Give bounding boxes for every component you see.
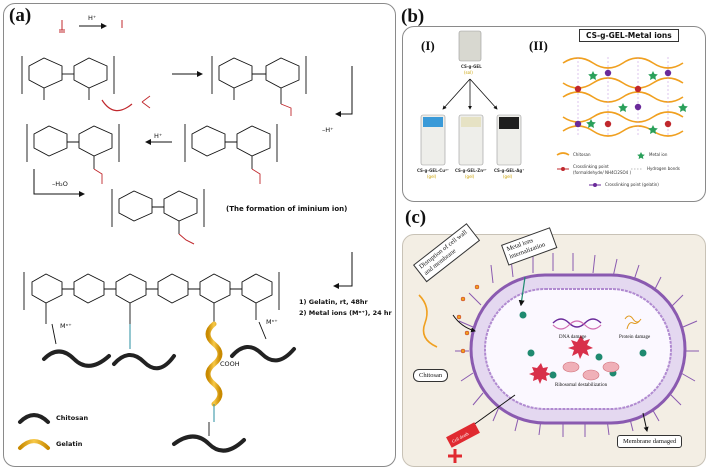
iminium-chitosan-unit <box>111 189 205 234</box>
chitosan-label-c: Chitosan <box>413 369 449 382</box>
vial-top-state: (sol) <box>464 70 473 75</box>
vial-zn <box>461 117 481 127</box>
legend-gelatin-swatch <box>18 439 50 450</box>
vial-ag-label: CS-g-GEL-Ag⁺ <box>494 168 525 173</box>
chitosan-unit-row1-left <box>21 56 115 100</box>
step-h-plus-2: H⁺ <box>154 132 163 140</box>
metal-ion-label-2: Mⁿ⁺ <box>266 318 278 326</box>
step-h-plus-1: H⁺ <box>88 14 97 22</box>
vial-zn-label: CS-g-GEL-Zn²⁺ <box>455 168 487 173</box>
panel-a-label: (a) <box>9 5 32 26</box>
step-metal-ions: 2) Metal ions (Mⁿ⁺), 24 hr <box>299 309 392 317</box>
protein-damage-label: Protein damage <box>619 335 651 340</box>
legend-chitosan-b: Chitosan <box>573 152 591 157</box>
legend-chitosan-swatch <box>18 413 50 424</box>
vial-top-label: CS-g-GEL <box>461 64 482 69</box>
vial-zn-state: (gel) <box>465 174 475 179</box>
formaldehyde-reaction <box>59 20 123 33</box>
ribosomes <box>562 361 620 381</box>
panel-b: (I) (II) <box>402 26 706 202</box>
vial-cu <box>423 117 443 127</box>
step-minus-h-plus: –H⁺ <box>322 126 334 134</box>
chitosan-unit-row1-right <box>211 56 307 104</box>
dna-damage-label: DNA damage <box>559 335 587 340</box>
legend-gelatin-label: Gelatin <box>56 440 83 448</box>
membrane-damaged-label: Membrane damaged <box>617 435 683 448</box>
vial-cu-label: CS-g-GEL-Cu²⁺ <box>417 168 449 173</box>
ribosomal-label: Ribosomal destabilization <box>555 383 608 388</box>
iminium-caption: (The formation of iminium ion) <box>226 205 348 213</box>
chitosan-chain-4 <box>172 434 246 453</box>
panel-b-title: CS-g-GEL-Metal ions <box>579 29 679 42</box>
legend-metal: Metal ion <box>649 152 668 157</box>
protein-squiggle <box>624 315 642 330</box>
gelatin-helix <box>205 321 223 407</box>
metal-ion-label-1: Mⁿ⁺ <box>60 322 72 330</box>
metal-ion-stars <box>586 71 688 134</box>
dna-strand <box>552 318 602 328</box>
gel-network <box>562 57 684 137</box>
panel-c-label: (c) <box>405 207 427 228</box>
step-minus-h2o: –H₂O <box>52 180 68 188</box>
chitosan-chain-1 <box>42 349 111 368</box>
cooh-label: COOH <box>220 360 240 368</box>
chitosan-strand <box>418 294 438 348</box>
legend-chitosan-label: Chitosan <box>56 414 89 422</box>
panel-b-label: (b) <box>401 6 425 27</box>
step-gelatin: 1) Gelatin, rt, 48hr <box>299 298 368 306</box>
legend-crosslink1b: (formaldehyde/ NH4Cl2SO4 ) <box>573 170 632 175</box>
chitosan-chain-2 <box>112 353 176 371</box>
chitosan-chain-3 <box>230 345 296 363</box>
legend-crosslink1: Crosslinking point <box>573 164 609 169</box>
legend-crosslink2: Crosslinking point (gelatin) <box>605 182 659 187</box>
panel-c: Disruption of cell wall and membrane Met… <box>402 223 706 467</box>
vial-sol <box>458 30 482 62</box>
panel-b-sub2: (II) <box>529 38 548 53</box>
legend-hbond: Hydrogen bonds <box>647 166 680 171</box>
chitosan-unit-row2-right <box>184 124 278 169</box>
panel-a-scheme <box>18 20 353 453</box>
cell-death-sign <box>446 422 480 463</box>
panel-b-graphics <box>420 30 688 187</box>
vial-cu-state: (gel) <box>427 174 437 179</box>
panel-c-graphics <box>418 253 699 463</box>
chitosan-backbone-row4 <box>23 272 280 324</box>
crosslink-points <box>574 69 672 128</box>
vial-ag <box>499 117 519 129</box>
chitosan-unit-row2-left <box>26 124 120 169</box>
legend-chitosan-swatch-b <box>556 152 570 156</box>
damage-bursts <box>529 335 593 384</box>
panel-b-sub1: (I) <box>421 38 435 53</box>
legend-metal-swatch <box>637 152 645 160</box>
panel-a: (a) <box>3 3 396 467</box>
vial-ag-state: (gel) <box>503 174 513 179</box>
